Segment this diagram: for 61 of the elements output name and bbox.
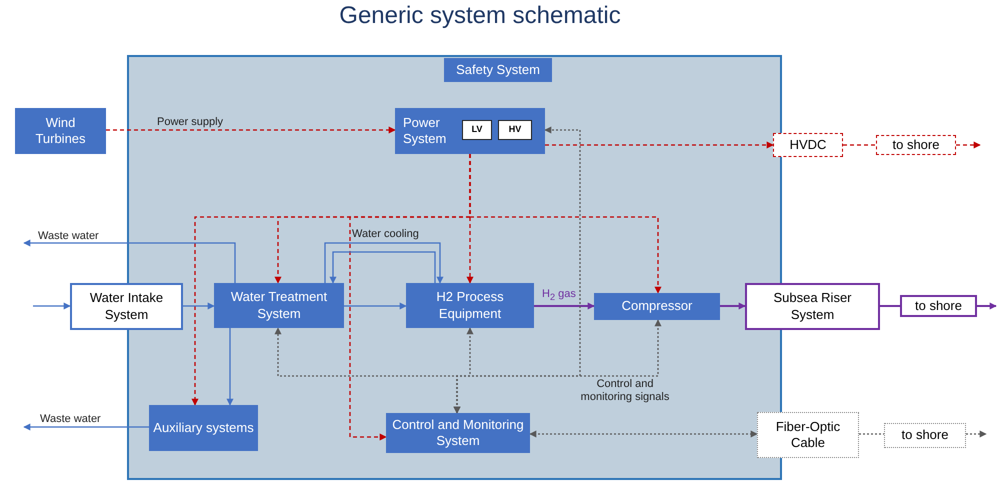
small-box [462,120,492,140]
arrow [330,251,436,284]
connector-line [859,433,884,435]
connector-line [843,144,876,146]
process-box [444,58,552,82]
arrow [529,430,758,438]
node-label: Wind Turbines [34,114,87,148]
node-label: Subsea Riser System [772,290,853,323]
arrow [956,142,981,148]
arrow [324,242,444,284]
arrow [545,142,774,148]
process-box [406,283,534,328]
process-box [745,283,880,330]
edge-label: Waste water [40,413,101,426]
arrow [183,302,215,310]
process-box [15,108,106,154]
arrow [226,328,234,406]
node-label: Safety System [456,62,540,78]
edge-label: Waste water [38,230,99,244]
node-label: LV [472,124,482,136]
arrow [33,302,71,310]
arrow [720,302,746,310]
arrow [344,302,407,310]
node-label: to shore [902,427,948,444]
edge-label: Power supply [157,116,224,130]
node-label: HV [508,124,522,136]
dashed-box [773,133,843,157]
node-label: to shore [892,136,940,154]
arrow [106,126,396,134]
edge-label: Control and monitoring signals [580,378,670,404]
process-box [594,293,720,320]
node-label: Water Treatment System [230,289,328,322]
dashed-box [876,135,956,155]
node-label: Auxiliary systems [153,420,254,436]
connector-line [880,305,900,307]
dotted-box [884,423,966,448]
arrow [534,302,595,310]
node-label: Compressor [622,298,692,315]
arrow [977,302,997,310]
arrow [966,430,987,438]
node-label: Power System [403,114,448,148]
node-label: H2 Process Equipment [435,289,505,322]
process-box [395,108,545,154]
node-label: to shore [915,298,962,314]
node-label: Fiber-Optic Cable [774,418,842,452]
diagram-title: Generic system schematic [338,2,622,30]
process-box [70,283,183,330]
edge-label: H$_{2}$ gas [542,288,576,304]
edge-label: Water cooling [352,228,419,242]
dotted-box [757,412,859,458]
arrow [454,126,581,414]
arrow [23,424,149,430]
node-label: Water Intake System [88,290,164,323]
process-box [900,295,977,317]
node-label: HVDC [790,136,826,154]
process-box [214,283,344,328]
arrow [23,240,236,283]
process-box [149,405,258,451]
arrow [469,154,662,294]
node-label: Control and Monitoring System [391,416,525,450]
small-box [498,120,532,140]
